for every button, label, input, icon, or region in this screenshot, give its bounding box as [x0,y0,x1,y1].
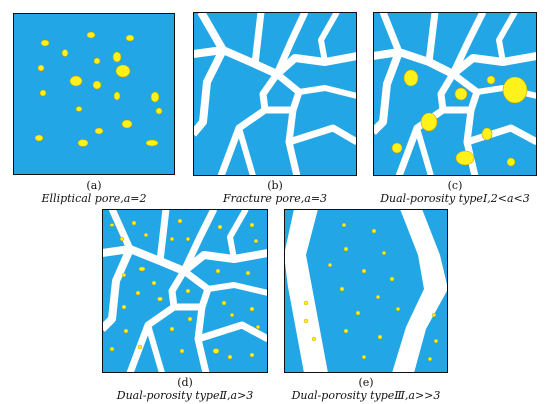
panel-e-caption: Dual-porosity typeⅢ,a>>3 [291,389,441,402]
panel-d-caption: Dual-porosity typeⅡ,a>3 [116,389,254,402]
dual-porosity-type-2-diagram [102,209,268,373]
panel-d-label: (d) [177,376,193,389]
panel-b [193,12,357,176]
panel-d [102,209,268,373]
panel-b-label: (b) [267,179,283,192]
panel-a-label: (a) [86,179,102,192]
elliptical-pore-diagram [13,13,175,175]
panel-c-label: (c) [447,179,463,192]
panel-e [284,209,448,373]
caption-a: (a) Elliptical pore,a=2 [13,179,175,205]
panel-e-label: (e) [358,376,374,389]
caption-e: (e) Dual-porosity typeⅢ,a>>3 [284,376,448,402]
panel-c-caption: Dual-porosity typeⅠ,2<a<3 [380,192,530,205]
panel-a-caption: Elliptical pore,a=2 [41,192,147,205]
caption-d: (d) Dual-porosity typeⅡ,a>3 [102,376,268,402]
dual-porosity-type-3-diagram [284,209,448,373]
fracture-pore-diagram [193,12,357,176]
caption-b: (b) Fracture pore,a=3 [193,179,357,205]
panel-b-caption: Fracture pore,a=3 [222,192,328,205]
dual-porosity-type-1-diagram [373,12,537,176]
caption-c: (c) Dual-porosity typeⅠ,2<a<3 [373,179,537,205]
panel-a [13,13,175,175]
panel-c [373,12,537,176]
